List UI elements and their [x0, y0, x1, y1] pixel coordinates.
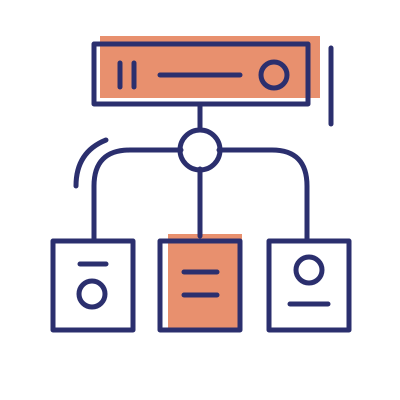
- document-card-accent-fill: [168, 234, 242, 330]
- profile-card-icon: [50, 238, 136, 333]
- connector-lines: [91, 101, 310, 243]
- user-card-icon: [266, 238, 352, 333]
- accent-arc-left: [73, 137, 109, 189]
- document-card-icon: [157, 238, 243, 333]
- connector-node-icon: [177, 127, 223, 173]
